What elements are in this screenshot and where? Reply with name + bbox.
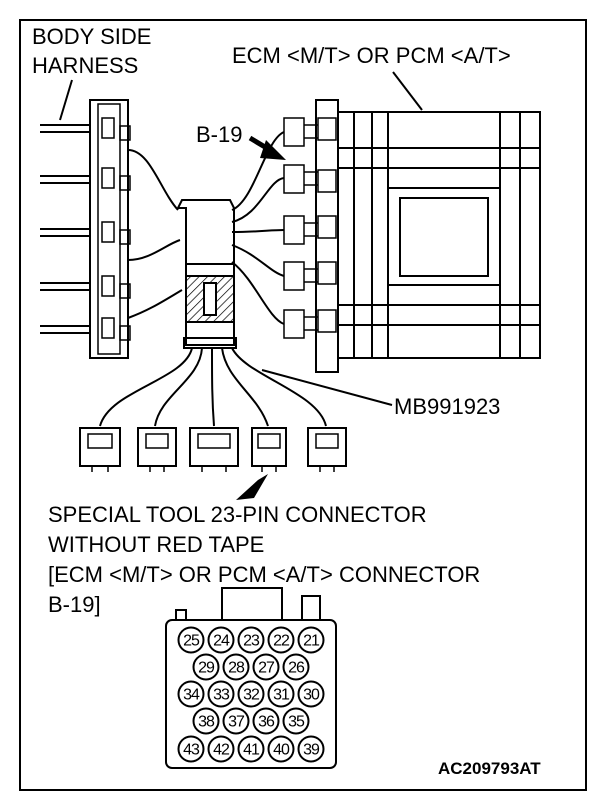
pin-circle	[222, 653, 250, 681]
pin-21: 21	[297, 626, 325, 654]
pin-35: 35	[282, 707, 310, 735]
pin-circle	[267, 680, 295, 708]
pin-circle	[207, 626, 235, 654]
body-side-leader-line	[59, 79, 73, 121]
pin-number: 24	[213, 633, 230, 650]
tool-connector	[79, 427, 121, 472]
pin-number: 28	[228, 660, 245, 677]
pin-circle	[177, 626, 205, 654]
special-tool-label-line2: WITHOUT RED TAPE	[48, 532, 264, 557]
pin-25: 25	[177, 626, 205, 654]
ecm-leader-line	[392, 71, 423, 111]
pin-number: 27	[258, 660, 275, 677]
pin-circle	[192, 653, 220, 681]
pin-37: 37	[222, 707, 250, 735]
pin-22: 22	[267, 626, 295, 654]
pin-circle	[297, 680, 325, 708]
tool-connector	[307, 427, 347, 472]
pin-number: 29	[198, 660, 215, 677]
pin-42: 42	[207, 735, 235, 763]
pin-number: 40	[273, 742, 290, 759]
pin-27: 27	[252, 653, 280, 681]
pin-28: 28	[222, 653, 250, 681]
connector-label-line1: [ECM <M/T> OR PCM <A/T> CONNECTOR	[48, 562, 480, 587]
special-tool-harness	[99, 131, 327, 427]
pin-circle	[222, 707, 250, 735]
pin-number: 39	[303, 742, 320, 759]
pin-number: 21	[303, 633, 320, 650]
pin-36: 36	[252, 707, 280, 735]
pin-circle	[282, 707, 310, 735]
pin-number: 35	[288, 714, 305, 731]
pin-number: 38	[198, 714, 215, 731]
pin-number: 26	[288, 660, 305, 677]
pin-26: 26	[282, 653, 310, 681]
pin-43: 43	[177, 735, 205, 763]
pin-number: 22	[273, 633, 290, 650]
body-side-harness-label-line2: HARNESS	[32, 53, 138, 78]
pin-40: 40	[267, 735, 295, 763]
tool-connector	[137, 427, 177, 472]
pin-circle	[237, 626, 265, 654]
figure-border	[19, 19, 587, 791]
body-side-harness-connector	[40, 99, 131, 359]
b19-connector-face	[165, 587, 337, 769]
pin-23: 23	[237, 626, 265, 654]
pin-number: 37	[228, 714, 245, 731]
pin-circle	[252, 653, 280, 681]
pin-number: 43	[183, 742, 200, 759]
pin-30: 30	[297, 680, 325, 708]
pin-circle	[177, 680, 205, 708]
pin-number: 42	[213, 742, 230, 759]
pin-24: 24	[207, 626, 235, 654]
pin-number: 31	[273, 687, 290, 704]
pin-circle	[177, 735, 205, 763]
ecm-pcm-unit	[315, 99, 541, 373]
b19-label: B-19	[196, 122, 242, 147]
pin-circle	[297, 735, 325, 763]
mb991923-label: MB991923	[394, 394, 500, 419]
pin-circle	[267, 735, 295, 763]
tool-side-connectors	[79, 427, 347, 472]
pin-34: 34	[177, 680, 205, 708]
pin-circle	[297, 626, 325, 654]
pin-32: 32	[237, 680, 265, 708]
pin-circle	[282, 653, 310, 681]
tool-connector	[189, 427, 239, 472]
pin-number: 34	[183, 687, 200, 704]
ecm-pcm-label: ECM <M/T> OR PCM <A/T>	[232, 43, 511, 68]
pin-38: 38	[192, 707, 220, 735]
pin-number: 25	[183, 633, 200, 650]
pin-number: 41	[243, 742, 260, 759]
pin-circle	[237, 735, 265, 763]
pin-circle	[192, 707, 220, 735]
pin-circle	[252, 707, 280, 735]
pin-circle	[237, 680, 265, 708]
pin-circle	[267, 626, 295, 654]
pin-number: 32	[243, 687, 260, 704]
pin-33: 33	[207, 680, 235, 708]
pin-circle	[207, 680, 235, 708]
pin-circle	[207, 735, 235, 763]
pin-39: 39	[297, 735, 325, 763]
pin-number: 33	[213, 687, 230, 704]
pin-number: 23	[243, 633, 260, 650]
pin-number: 30	[303, 687, 320, 704]
special-tool-pointer-arrow	[236, 474, 268, 500]
probe-connectors-ecm-side	[283, 117, 318, 339]
connector-label-line2: B-19]	[48, 592, 101, 617]
pin-number: 36	[258, 714, 275, 731]
body-side-harness-label-line1: BODY SIDE	[32, 24, 151, 49]
connector-pins: 25 24 23 22 21 29 28 27 26 34 33 32 31 30 38 37 36 35 43 42…	[177, 626, 325, 763]
pin-29: 29	[192, 653, 220, 681]
figure-code: AC209793AT	[438, 759, 541, 778]
tool-connector	[251, 427, 287, 472]
pin-31: 31	[267, 680, 295, 708]
special-tool-label-line1: SPECIAL TOOL 23-PIN CONNECTOR	[48, 502, 427, 527]
mb991923-leader-line	[261, 369, 393, 406]
pin-41: 41	[237, 735, 265, 763]
